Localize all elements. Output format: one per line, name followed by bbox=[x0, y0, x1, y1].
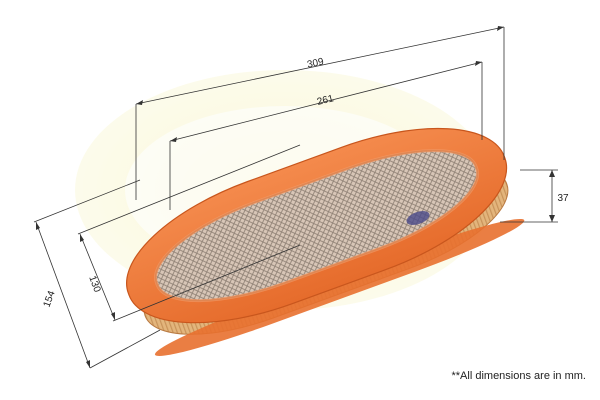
dim-309-label: 309 bbox=[306, 56, 325, 70]
dimensions-footnote: **All dimensions are in mm. bbox=[451, 370, 587, 382]
dim-130-line bbox=[79, 233, 116, 321]
bottom-rim bbox=[154, 218, 525, 356]
dim-261-line bbox=[169, 61, 483, 142]
filter-body bbox=[126, 127, 525, 356]
inner-lip bbox=[154, 149, 480, 303]
dimension-lines bbox=[33, 26, 558, 369]
dim-130-label: 130 bbox=[86, 274, 102, 294]
dim-309-line bbox=[135, 26, 505, 105]
dim-154-label: 154 bbox=[42, 289, 58, 309]
dim-261-label: 261 bbox=[316, 93, 335, 108]
dim-154-line bbox=[35, 221, 91, 369]
dim-37-label: 37 bbox=[557, 193, 569, 204]
frame-logo-stamp bbox=[406, 211, 430, 225]
dimension-arrowheads bbox=[36, 26, 555, 368]
